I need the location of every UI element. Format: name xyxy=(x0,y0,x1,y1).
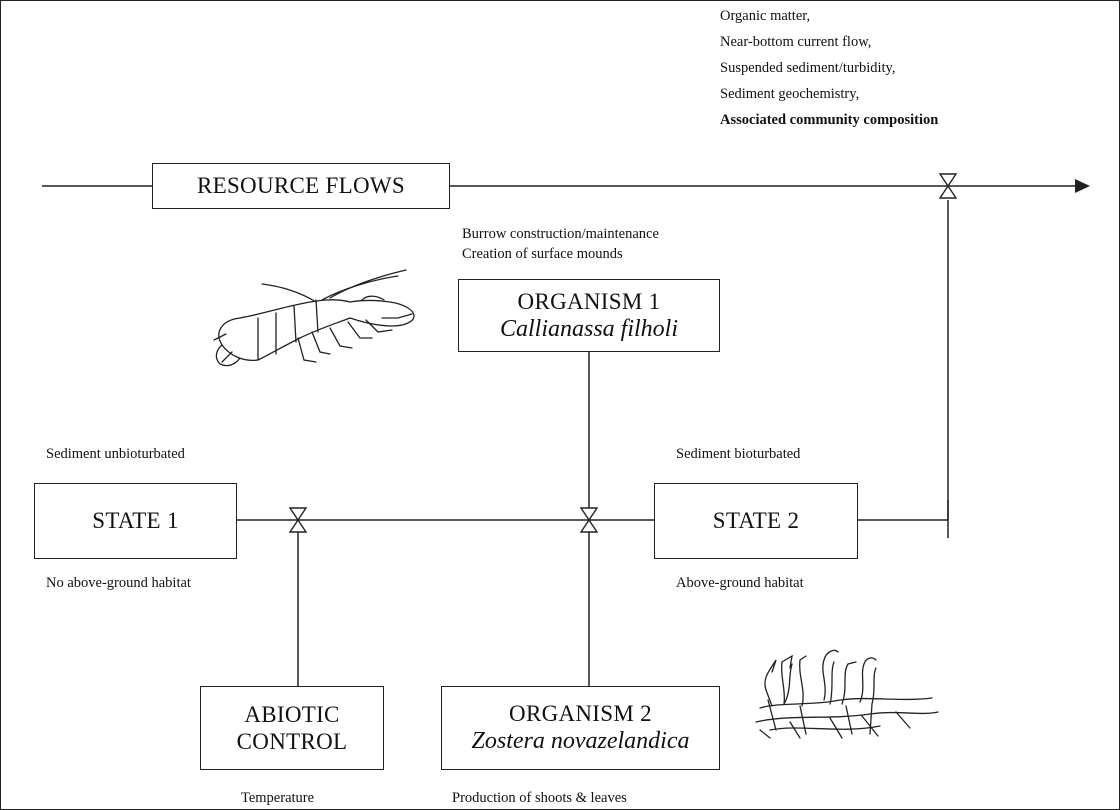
valve-icon xyxy=(938,173,958,188)
resource-flows-label: RESOURCE FLOWS xyxy=(196,173,406,199)
state1-below-label: No above-ground habitat xyxy=(46,575,191,591)
abiotic-line2: CONTROL xyxy=(236,729,348,754)
state1-title: STATE 1 xyxy=(92,508,179,534)
valve-icon xyxy=(288,518,308,533)
organism1-title: ORGANISM 1 xyxy=(517,288,661,314)
valve-icon xyxy=(579,518,599,533)
valve-icon xyxy=(288,507,308,522)
organism2-title: ORGANISM 2 xyxy=(509,701,652,727)
organism2-box: ORGANISM 2 Zostera novazelandica xyxy=(441,686,720,770)
resource-input-item: Suspended sediment/turbidity, xyxy=(720,60,896,76)
state2-box: STATE 2 xyxy=(654,483,858,559)
organism1-effect: Burrow construction/maintenance xyxy=(462,226,659,242)
resource-flows-box: RESOURCE FLOWS xyxy=(152,163,450,209)
seagrass-icon xyxy=(755,649,939,739)
organism1-effects: Burrow construction/maintenance Creation… xyxy=(462,224,659,264)
organism1-box: ORGANISM 1 Callianassa filholi xyxy=(458,279,720,352)
organism2-species: Zostera novazelandica xyxy=(471,728,690,755)
state2-title: STATE 2 xyxy=(712,508,800,534)
abiotic-effect-label: Temperature xyxy=(241,790,315,806)
state1-above-label: Sediment unbioturbated xyxy=(46,446,185,462)
resource-input-item: Associated community composition xyxy=(720,112,939,128)
resource-input-item: Sediment geochemistry, xyxy=(720,86,860,102)
flow-arrowhead xyxy=(1075,179,1090,193)
valve-icon xyxy=(579,507,599,522)
shrimp-icon xyxy=(213,269,415,367)
state1-box: STATE 1 xyxy=(34,483,237,559)
valve-icon xyxy=(938,184,958,199)
abiotic-control-box: ABIOTIC CONTROL xyxy=(200,686,384,770)
resource-input-item: Organic matter, xyxy=(720,8,811,24)
abiotic-line1: ABIOTIC xyxy=(244,701,340,727)
state2-above-label: Sediment bioturbated xyxy=(676,446,801,462)
resource-input-item: Near-bottom current flow, xyxy=(720,34,872,50)
state2-below-label: Above-ground habitat xyxy=(676,575,804,591)
organism2-effect-label: Production of shoots & leaves xyxy=(452,790,627,806)
organism1-effect: Creation of surface mounds xyxy=(462,246,623,262)
resource-inputs-list: Organic matter, Near-bottom current flow… xyxy=(720,8,938,138)
organism1-species: Callianassa filholi xyxy=(499,315,679,342)
